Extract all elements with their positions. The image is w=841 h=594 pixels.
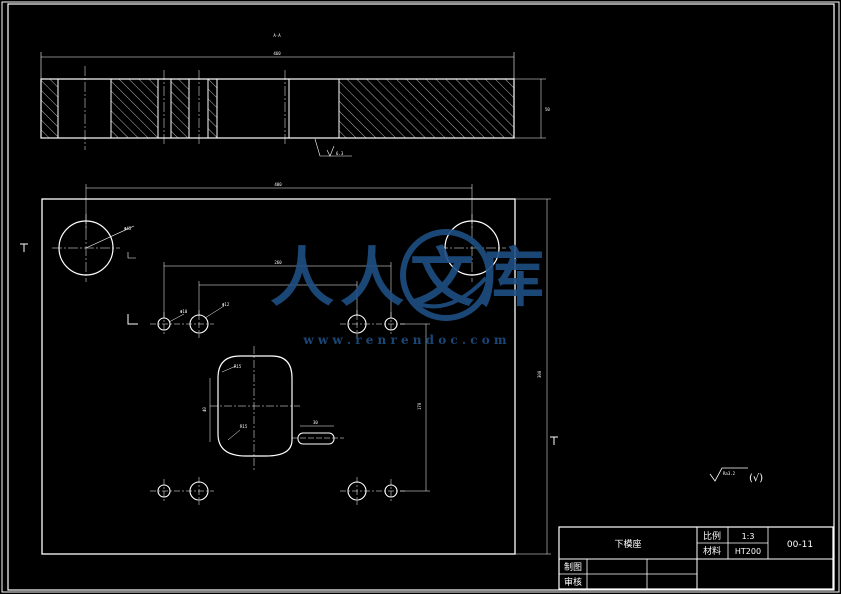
roughness-top: 6.3 xyxy=(336,151,344,156)
checked-label: 审核 xyxy=(564,576,582,588)
section-view: A-A 460 xyxy=(40,33,550,157)
scale-value: 1:3 xyxy=(742,532,755,541)
watermark-text: 人人文库 xyxy=(270,241,550,316)
roughness-general: Ra3.2 xyxy=(723,471,736,476)
drawing-frame xyxy=(7,3,835,591)
title-block xyxy=(558,526,834,590)
dim-pin-hole: Φ10 xyxy=(180,309,188,314)
roughness-note: Ra3.2 (√) xyxy=(709,467,763,484)
part-name: 下模座 xyxy=(614,538,641,550)
dim-opening-height: 40 xyxy=(202,407,207,412)
slot xyxy=(297,432,335,445)
dim-top-overall: 460 xyxy=(273,51,281,56)
dim-small-hole: Φ12 xyxy=(222,302,230,307)
dim-bolt-spacing: 400 xyxy=(274,182,282,187)
plan-outline xyxy=(41,198,516,555)
watermark-url: w w w . r e n r e n d o c . c o m xyxy=(302,333,507,347)
dim-large-hole: Φ45 xyxy=(124,226,132,231)
dim-plate-height: 300 xyxy=(537,370,542,378)
central-opening xyxy=(217,355,293,457)
dim-top-thickness: 50 xyxy=(545,107,550,112)
material-value: HT200 xyxy=(735,547,761,556)
dim-inner-height: 170 xyxy=(417,402,422,410)
dim-opening-radius: R15 xyxy=(234,364,242,369)
roughness-symbol: (√) xyxy=(749,473,763,484)
material-label: 材料 xyxy=(703,545,721,557)
drawn-label: 制图 xyxy=(564,561,582,573)
section-label: A-A xyxy=(273,33,281,38)
drawing-number: 00-11 xyxy=(787,540,813,550)
plan-view: 400 300 Φ45 260 xyxy=(20,182,558,555)
dim-opening-radius-2: R15 xyxy=(240,424,248,429)
dim-slot-length: 30 xyxy=(313,420,318,425)
dim-inner-span: 260 xyxy=(274,260,282,265)
watermark: 人人文库 w w w . r e n r e n d o c . c o m xyxy=(270,229,550,347)
scale-label: 比例 xyxy=(703,530,721,542)
